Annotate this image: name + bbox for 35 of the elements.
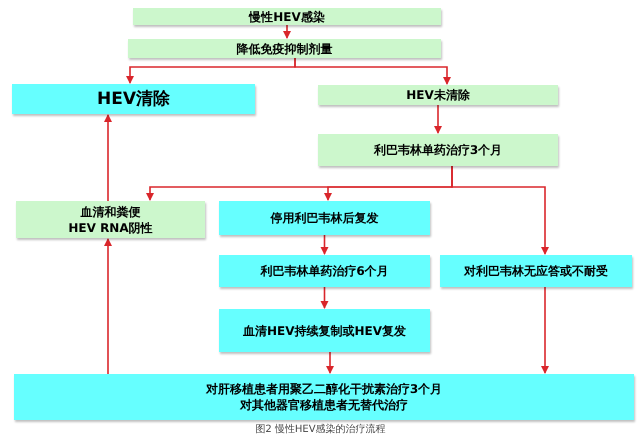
process-box [128,39,441,58]
box-text: 慢性HEV感染 [249,8,325,24]
process-box [14,374,634,420]
box-text: HEV未清除 [406,87,470,103]
process-box [12,84,255,114]
caption: 图2 慢性HEV感染的治疗流程 [254,422,387,437]
process-box [219,309,430,352]
arrow [451,166,549,255]
arrow [104,114,112,201]
arrow [326,352,334,374]
box-text: 血清HEV持续复制或HEV复发 [242,322,406,338]
process-box [440,255,632,287]
arrow [541,287,549,374]
arrow [294,58,451,85]
process-box [133,8,441,25]
box-text: HEV清除 [97,91,170,107]
box-text: 停用利巴韦林后复发 [270,210,378,226]
process-box [318,134,558,166]
box-text: 利巴韦林单药治疗6个月 [260,263,389,279]
arrow [320,235,328,255]
box-text: 降低免疫抑制剂量 [236,40,332,56]
box-text: 对肝移植患者用聚乙二醇化干扰素治疗3个月 [206,381,442,397]
arrow [283,25,291,39]
arrow [434,105,442,134]
process-box [16,201,205,238]
arrow [320,287,328,309]
box-text: 血清和粪便 [80,204,140,220]
process-box [219,201,430,235]
process-box [219,255,430,287]
arrow [104,238,112,374]
box-text: 对其他器官移植患者无替代治疗 [240,397,408,413]
box-text: 对利巴韦林无应答或不耐受 [464,263,608,279]
process-box [318,85,558,105]
box-text: 利巴韦林单药治疗3个月 [374,142,502,158]
box-text: HEV RNA阴性 [68,220,153,236]
